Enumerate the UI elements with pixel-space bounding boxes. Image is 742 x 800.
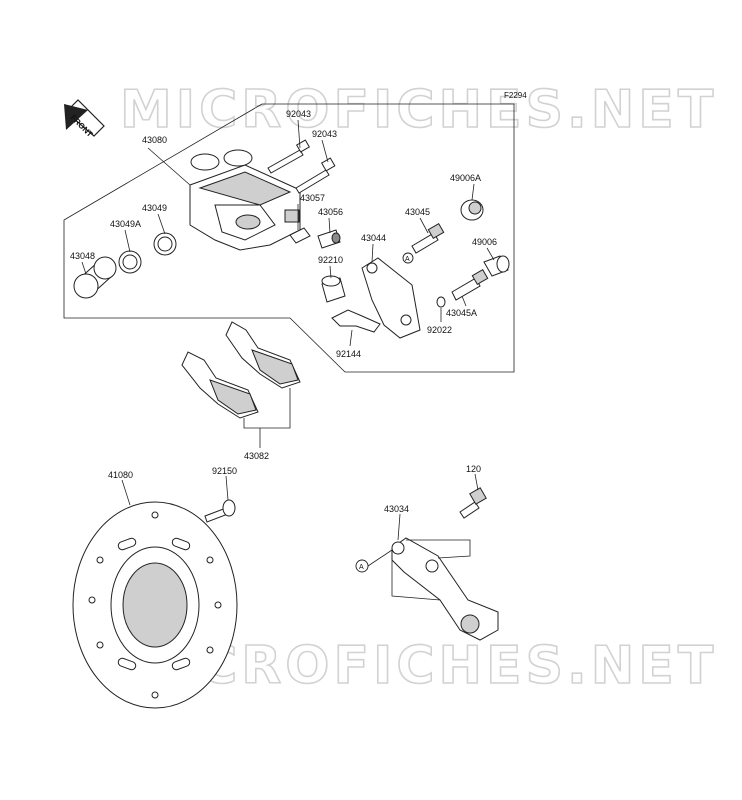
pad-spring-92144: [331, 309, 381, 333]
label-92210: 92210: [318, 255, 343, 265]
slide-pin-43045: [411, 222, 445, 254]
label-43057: 43057: [300, 193, 325, 203]
figure-code: F2294: [504, 91, 527, 100]
caliper-holder-43034: [391, 537, 499, 641]
label-43034: 43034: [384, 504, 409, 514]
label-41080: 41080: [108, 470, 133, 480]
label-43048: 43048: [70, 251, 95, 261]
caliper-body: [189, 149, 301, 251]
label-92043-upper: 92043: [286, 109, 311, 119]
svg-text:A: A: [405, 256, 410, 263]
watermark-top: MICROFICHES.NET: [120, 80, 717, 140]
seal-43049: [153, 232, 177, 256]
label-43044: 43044: [361, 233, 386, 243]
label-92043-lower: 92043: [312, 129, 337, 139]
label-92144: 92144: [336, 349, 361, 359]
seal-43049A: [118, 250, 142, 274]
boot-49006A: [460, 199, 484, 221]
part-labels: 43080 92043 92043 43049 43049A 43048 430…: [70, 109, 497, 514]
boot-49006: [483, 255, 510, 277]
bushing-92210: [321, 275, 346, 303]
bleeder-valve-43056: [317, 229, 341, 249]
label-43045: 43045: [405, 207, 430, 217]
label-43080: 43080: [142, 135, 167, 145]
label-49006: 49006: [472, 237, 497, 247]
label-43082: 43082: [244, 451, 269, 461]
leader-lines: [81, 119, 495, 601]
label-92150: 92150: [212, 466, 237, 476]
ref-mark-a-upper: A: [402, 252, 414, 264]
ring-92022: [436, 296, 446, 308]
caliper-pin-upper: [267, 139, 311, 174]
label-43045A: 43045A: [446, 308, 477, 318]
label-49006A: 49006A: [450, 173, 481, 183]
label-92022: 92022: [427, 325, 452, 335]
label-120: 120: [466, 464, 481, 474]
svg-text:A: A: [359, 564, 364, 571]
label-43049: 43049: [142, 203, 167, 213]
ref-mark-a-lower: A: [355, 559, 369, 573]
bleeder-cap-43057: [289, 227, 311, 244]
caliper-bracket-43044: [361, 257, 421, 339]
brake-pad-left: [181, 351, 259, 419]
front-arrow-icon: FRONT: [64, 99, 105, 139]
slide-pin-43045A: [451, 268, 489, 301]
label-43049A: 43049A: [110, 219, 141, 229]
brake-disc-41080: [72, 501, 238, 709]
bolt-120: [459, 487, 487, 519]
caliper-assembly-frame: [63, 103, 515, 373]
caliper-pin-lower: [295, 157, 336, 194]
piston-43048: [73, 256, 117, 299]
label-43056: 43056: [318, 207, 343, 217]
disc-bolt-92150: [204, 499, 236, 523]
brake-pad-right: [225, 321, 301, 389]
